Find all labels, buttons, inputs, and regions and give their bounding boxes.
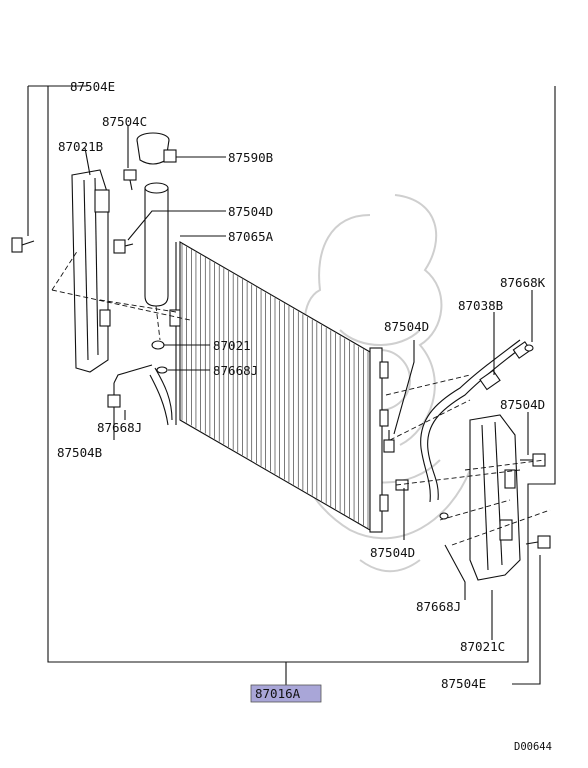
left-shroud (71, 169, 111, 373)
label-87504e-bottom: 87504E (441, 676, 486, 691)
bolt-87504d-b (383, 430, 395, 453)
label-87504d-a: 87504D (228, 204, 273, 219)
label-87504d-c: 87504D (500, 397, 545, 412)
label-87504d-d: 87504D (370, 545, 415, 560)
receiver-drier (144, 182, 169, 341)
bolt-87504c (123, 169, 137, 191)
label-87021c: 87021C (460, 639, 505, 654)
right-shroud (469, 414, 521, 581)
bolt-87504d-right (520, 453, 546, 467)
bolt-87504b (107, 383, 121, 408)
label-87668j-a: 87668J (213, 363, 258, 378)
label-87590b: 87590B (228, 150, 273, 165)
label-87065a: 87065A (228, 229, 274, 244)
label-87021: 87021 (213, 338, 251, 353)
label-87016a[interactable]: 87016A (255, 686, 301, 701)
label-87504d-b: 87504D (384, 319, 429, 334)
part-labels: 87504E 87504C 87021B 87590B 87504D 87065… (57, 79, 546, 691)
o-rings (151, 340, 534, 520)
diagram-code: D00644 (514, 741, 552, 753)
drier-clamp (136, 132, 177, 165)
assembly-number[interactable]: 87016A (250, 684, 322, 703)
leader-lines (27, 85, 541, 685)
bolt-87504e-top (11, 237, 35, 253)
label-87504e-top: 87504E (70, 79, 115, 94)
label-87504c: 87504C (102, 114, 147, 129)
reference-lines (51, 249, 551, 546)
label-87668j-b: 87668J (97, 420, 142, 435)
bolt-87504d-a (113, 239, 134, 254)
assembly-highlight-box (250, 684, 322, 703)
label-87021b: 87021B (58, 139, 103, 154)
label-87504b: 87504B (57, 445, 102, 460)
label-87038b: 87038B (458, 298, 503, 313)
condenser-core (149, 241, 389, 533)
label-87668k: 87668K (500, 275, 546, 290)
label-87668j-c: 87668J (416, 599, 461, 614)
bolt-87504e-bottom (525, 535, 551, 549)
